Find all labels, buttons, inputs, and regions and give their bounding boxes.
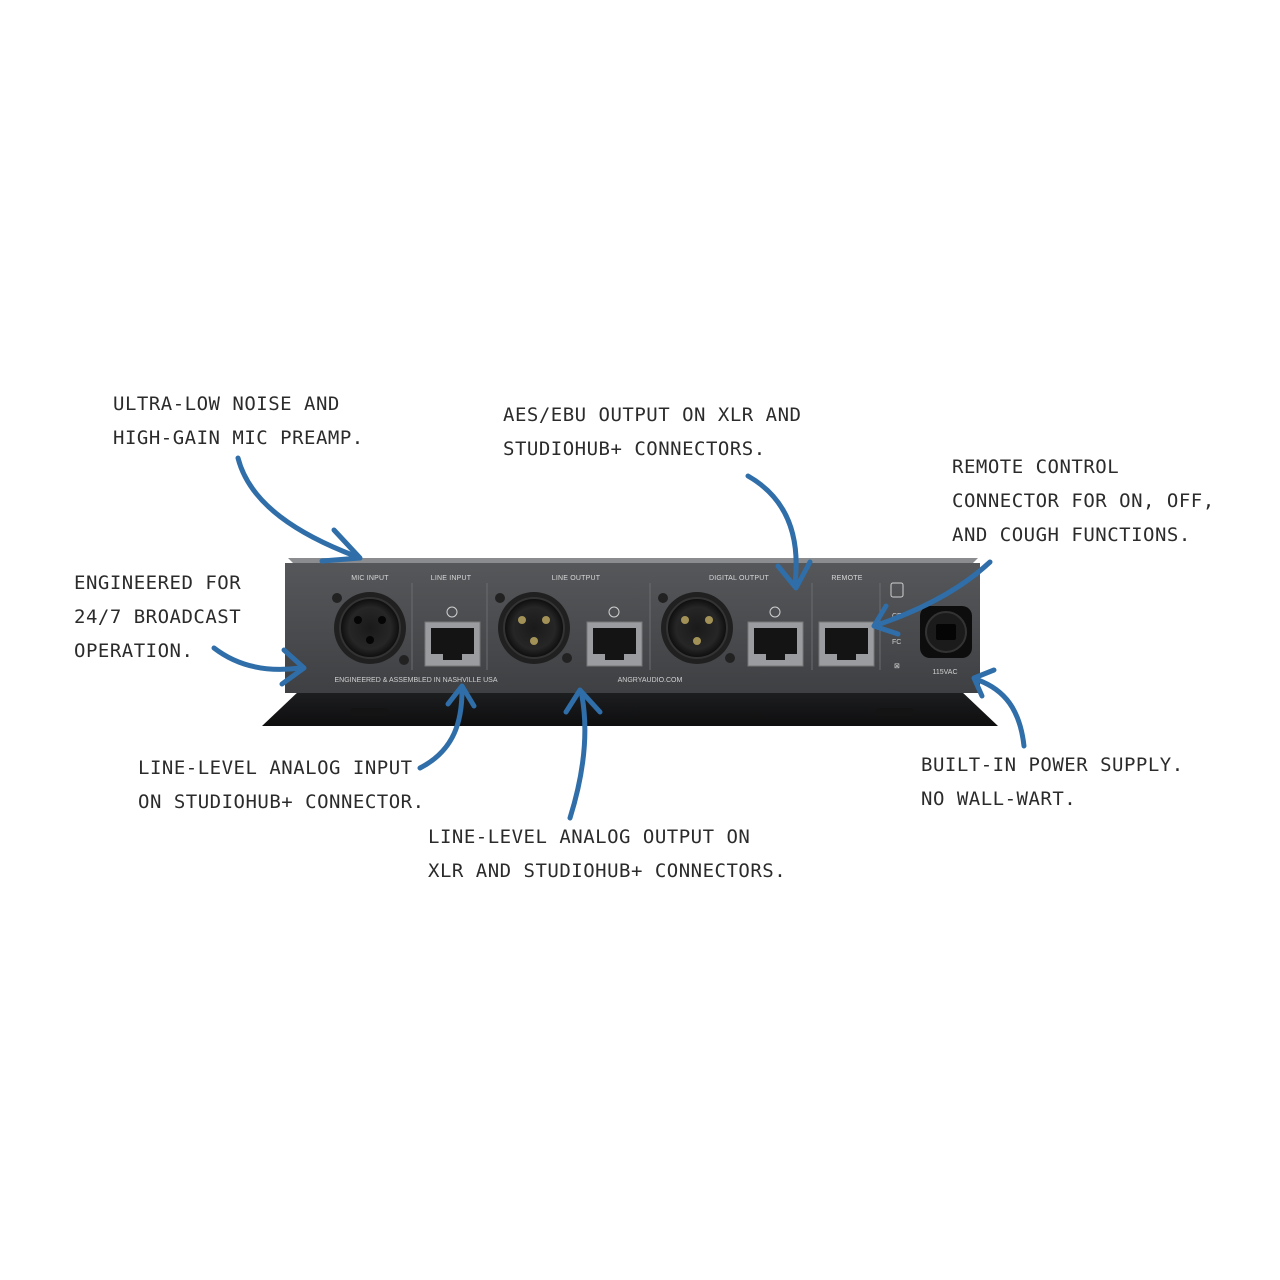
website-label: ANGRYAUDIO.COM <box>618 677 683 684</box>
label-line-input: LINE INPUT <box>431 575 472 582</box>
xlr-mic-input-connector <box>332 592 409 665</box>
engineered-label: ENGINEERED & ASSEMBLED IN NASHVILLE USA <box>335 677 498 684</box>
annotation-mic-preamp: ULTRA-LOW NOISE AND HIGH-GAIN MIC PREAMP… <box>113 393 364 449</box>
power-inlet-connector <box>920 606 972 658</box>
rj45-remote-connector <box>818 621 875 667</box>
label-digital-output: DIGITAL OUTPUT <box>709 575 769 582</box>
voltage-label: 115VAC <box>932 669 957 676</box>
fc-mark-icon: FC <box>892 639 901 646</box>
label-mic-input: MIC INPUT <box>351 575 389 582</box>
label-line-output: LINE OUTPUT <box>552 575 601 582</box>
annotation-power: BUILT-IN POWER SUPPLY. NO WALL-WART. <box>921 754 1184 810</box>
foot-left <box>350 708 388 716</box>
annotation-broadcast: ENGINEERED FOR 24/7 BROADCAST OPERATION. <box>74 572 242 662</box>
annotation-remote: REMOTE CONTROL CONNECTOR FOR ON, OFF, AN… <box>952 456 1215 546</box>
annotation-aes-output: AES/EBU OUTPUT ON XLR AND STUDIOHUB+ CON… <box>503 404 802 460</box>
ce-mark-icon: CE <box>892 613 902 620</box>
label-remote: REMOTE <box>831 575 862 582</box>
foot-right <box>876 708 914 716</box>
rj45-digital-output-connector <box>747 606 804 667</box>
annotation-line-output: LINE-LEVEL ANALOG OUTPUT ON XLR AND STUD… <box>428 826 787 882</box>
xlr-line-output-connector <box>495 592 572 664</box>
rj45-line-input-connector <box>424 606 481 667</box>
rj45-line-output-connector <box>586 606 643 667</box>
annotation-line-input: LINE-LEVEL ANALOG INPUT ON STUDIOHUB+ CO… <box>138 757 425 813</box>
xlr-digital-output-connector <box>658 592 735 664</box>
weee-bin-icon: ⊠ <box>894 663 900 670</box>
